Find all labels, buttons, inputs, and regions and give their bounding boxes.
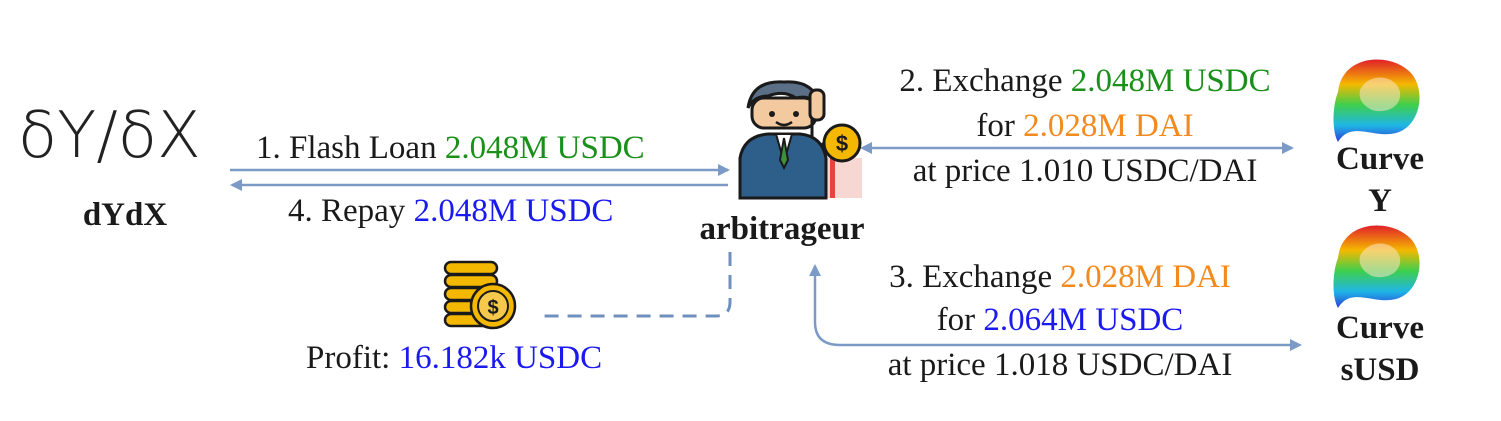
exchange-susd-arrow xyxy=(809,264,1302,351)
dydx-label: dYdX xyxy=(82,197,168,233)
svg-text:$: $ xyxy=(487,297,498,319)
step2-prefix: 2. Exchange xyxy=(899,63,1071,99)
profit-prefix: Profit: xyxy=(306,340,399,376)
profit-label: Profit: 16.182k USDC xyxy=(306,339,602,377)
step1-label: 1. Flash Loan 2.048M USDC xyxy=(256,129,645,167)
dydx-logo: δY/δX xyxy=(18,96,228,186)
trader-icon: $ xyxy=(738,80,862,200)
step4-label: 4. Repay 2.048M USDC xyxy=(288,192,613,230)
profit-amount: 16.182k USDC xyxy=(398,340,603,376)
dydx-logo-text: δY/δX xyxy=(18,99,201,173)
step4-amount: 2.048M USDC xyxy=(413,193,614,229)
curve-susd-logo-icon xyxy=(1333,225,1420,308)
step4-prefix: 4. Repay xyxy=(288,193,414,229)
step3-amount-out: 2.064M USDC xyxy=(983,302,1184,338)
curve-y-line2: Y xyxy=(1368,183,1392,219)
step1-amount: 2.048M USDC xyxy=(444,130,645,166)
step3-amount-in: 2.028M DAI xyxy=(1060,259,1231,295)
svg-text:$: $ xyxy=(836,131,848,156)
curve-y-line1: Curve xyxy=(1336,141,1424,177)
step2-amount-in: 2.048M USDC xyxy=(1070,63,1271,99)
curve-susd-line2: sUSD xyxy=(1340,352,1420,388)
step2-price: at price 1.010 USDC/DAI xyxy=(912,153,1258,189)
arbitrageur-label: arbitrageur xyxy=(699,211,865,247)
step1-prefix: 1. Flash Loan xyxy=(256,130,445,166)
curve-susd-line1: Curve xyxy=(1336,310,1424,346)
step2-amount-out: 2.028M DAI xyxy=(1023,108,1194,144)
profit-connector xyxy=(540,252,732,318)
coin-stack-icon: $ xyxy=(443,260,517,330)
step3-prefix: 3. Exchange xyxy=(889,259,1061,295)
step3-line1: 3. Exchange 2.028M DAI xyxy=(835,258,1285,296)
step2-line1: 2. Exchange 2.048M USDC xyxy=(860,62,1310,100)
step3-for: for xyxy=(936,302,984,338)
step2-for: for xyxy=(976,108,1024,144)
step3-price: at price 1.018 USDC/DAI xyxy=(887,347,1233,383)
curve-y-logo-icon xyxy=(1333,59,1420,142)
step2-line2: for 2.028M DAI xyxy=(860,107,1310,145)
step3-line2: for 2.064M USDC xyxy=(835,301,1285,339)
